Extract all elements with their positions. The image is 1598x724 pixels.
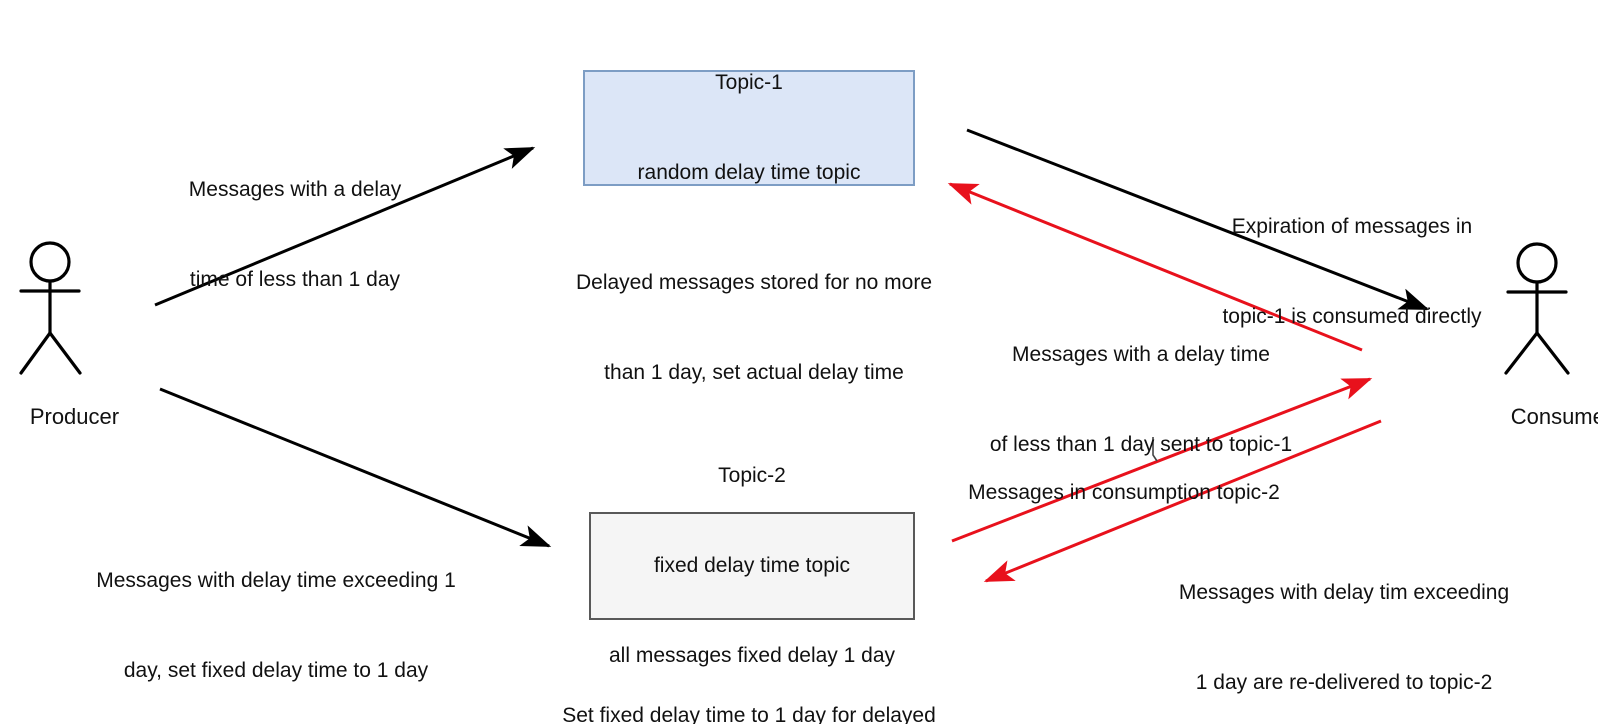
consumer-label-text: Consumer bbox=[1510, 404, 1598, 429]
arrow-topic2-to-consumer bbox=[951, 377, 1373, 543]
edge-label-consumer-to-topic1-line2: of less than 1 day sent to topic-1 bbox=[989, 433, 1293, 456]
edge-label-producer-to-topic2-line1: Messages with delay time exceeding 1 bbox=[96, 569, 456, 592]
consumer-figure bbox=[1504, 242, 1570, 375]
edge-label-producer-to-topic2: Messages with delay time exceeding 1 day… bbox=[96, 506, 456, 724]
edge-label-producer-to-topic2-line2: day, set fixed delay time to 1 day bbox=[123, 659, 429, 682]
producer-label-text: Producer bbox=[29, 404, 120, 429]
consumer-leg-right bbox=[1535, 331, 1570, 375]
edge-label-topic1-to-consumer: Expiration of messages in topic-1 is con… bbox=[1222, 152, 1481, 392]
topic-2-title: Topic-2 bbox=[718, 464, 786, 487]
edge-label-consumer-to-topic2-line2: 1 day are re-delivered to topic-2 bbox=[1195, 671, 1493, 694]
topic1-caption-below-line2: than 1 day, set actual delay time bbox=[604, 361, 904, 384]
edge-label-consumer-to-topic2: Messages with delay tim exceeding 1 day … bbox=[1179, 518, 1509, 724]
arrow-consumer-to-topic1 bbox=[947, 182, 1363, 352]
consumer-leg-left bbox=[1504, 331, 1539, 375]
producer-head-icon bbox=[29, 241, 71, 283]
edge-label-consumer-to-topic2-line1: Messages with delay tim exceeding bbox=[1178, 581, 1510, 604]
topic1-caption-below: Delayed messages stored for no more than… bbox=[576, 208, 932, 448]
edge-label-producer-to-topic1-line1: Messages with a delay bbox=[188, 178, 402, 201]
edge-label-producer-to-topic1: Messages with a delay time of less than … bbox=[189, 115, 401, 355]
topic-2-detail: all messages fixed delay 1 day bbox=[609, 644, 895, 667]
stray-tick-mark bbox=[1152, 437, 1158, 462]
consumer-label: Consumer bbox=[1511, 378, 1598, 456]
arrow-producer-to-topic2 bbox=[159, 387, 552, 548]
producer-leg-left bbox=[19, 331, 52, 375]
edge-label-consumer-to-topic1-line1: Messages with a delay time bbox=[1012, 343, 1270, 366]
topic-1-title: Topic-1 bbox=[715, 71, 783, 94]
producer-figure bbox=[19, 241, 82, 375]
arrow-consumer-to-topic2 bbox=[983, 419, 1382, 583]
topic2-caption-below-line1: Set fixed delay time to 1 day for delaye… bbox=[562, 704, 936, 724]
edge-label-topic1-to-consumer-line2: topic-1 is consumed directly bbox=[1222, 305, 1482, 328]
topic-2-subtitle: fixed delay time topic bbox=[653, 554, 851, 577]
edge-label-topic2-to-consumer-line1: Messages in consumption topic-2 bbox=[968, 481, 1280, 504]
topic-1-box-content: Topic-1 random delay time topic bbox=[638, 8, 861, 248]
arrow-producer-to-topic1 bbox=[154, 146, 536, 307]
edge-label-topic1-to-consumer-line1: Expiration of messages in bbox=[1231, 215, 1473, 238]
topic1-caption-below-line1: Delayed messages stored for no more bbox=[575, 271, 933, 294]
edge-label-topic2-to-consumer: Messages in consumption topic-2 bbox=[968, 418, 1280, 568]
topic-1-subtitle: random delay time topic bbox=[637, 161, 861, 184]
topic-1-box[interactable]: Topic-1 random delay time topic bbox=[583, 70, 915, 186]
edge-label-producer-to-topic1-line2: time of less than 1 day bbox=[189, 268, 401, 291]
topic-2-box-content: Topic-2 fixed delay time topic all messa… bbox=[609, 401, 895, 724]
topic2-caption-below: Set fixed delay time to 1 day for delaye… bbox=[562, 641, 936, 724]
producer-label: Producer bbox=[30, 378, 164, 456]
edge-label-consumer-to-topic1: Messages with a delay time of less than … bbox=[990, 280, 1292, 520]
consumer-head-icon bbox=[1516, 242, 1558, 284]
producer-leg-right bbox=[48, 331, 82, 375]
topic-2-box[interactable]: Topic-2 fixed delay time topic all messa… bbox=[589, 464, 915, 667]
arrow-topic1-to-consumer bbox=[966, 128, 1430, 311]
